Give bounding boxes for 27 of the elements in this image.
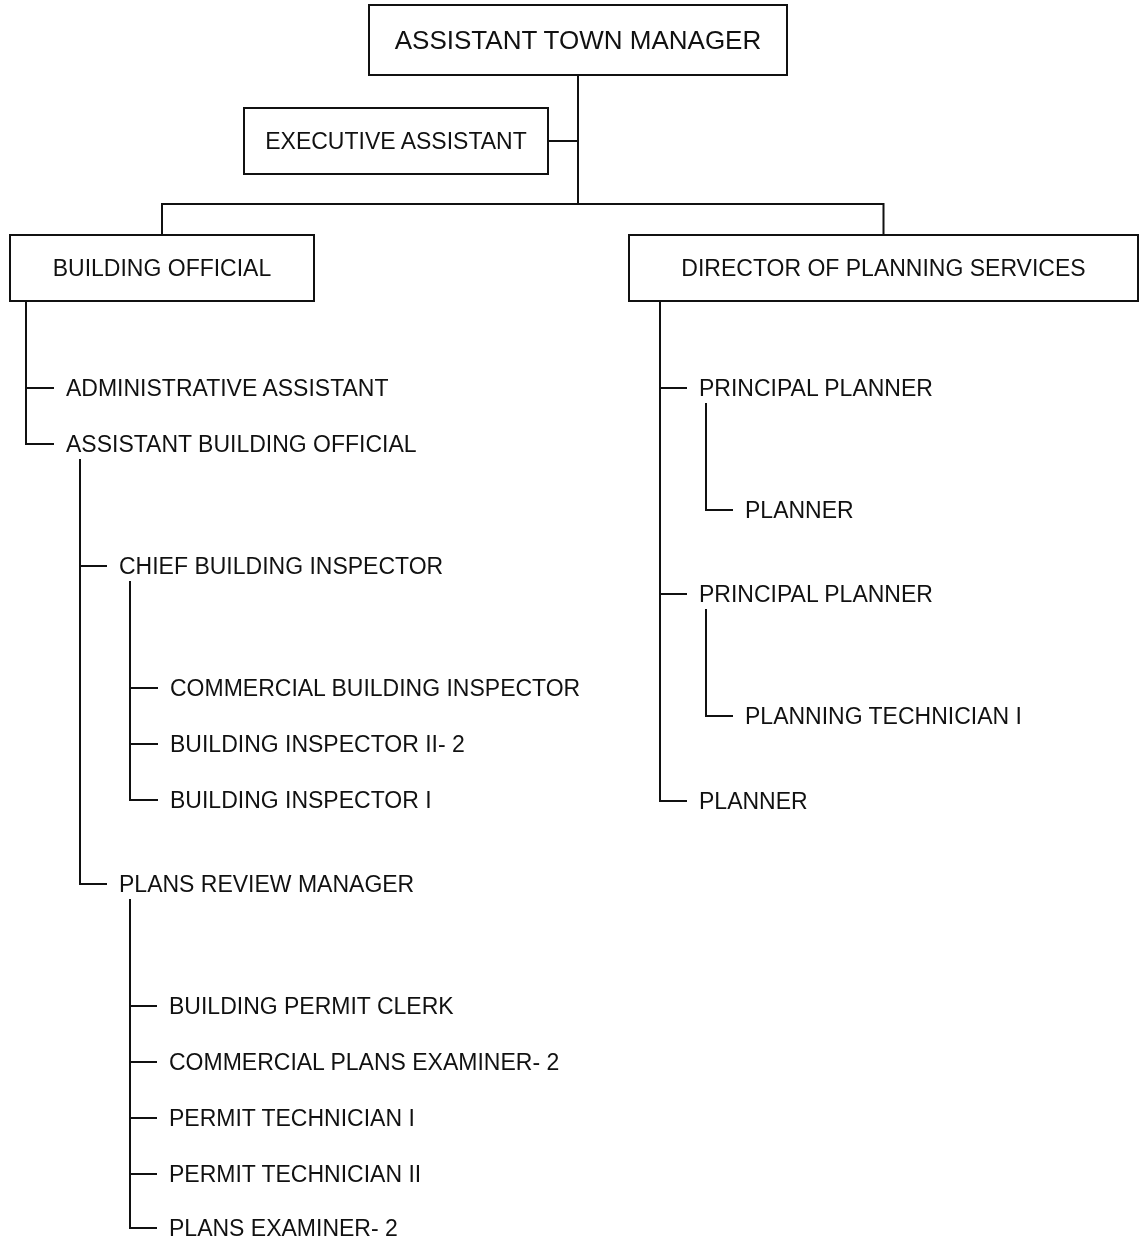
position-title: ADMINISTRATIVE ASSISTANT bbox=[54, 373, 389, 403]
position-title: PLANNER bbox=[687, 786, 808, 816]
position-title: PRINCIPAL PLANNER bbox=[687, 579, 933, 609]
position-title: ASSISTANT BUILDING OFFICIAL bbox=[54, 429, 417, 459]
position-title: BUILDING INSPECTOR I bbox=[158, 785, 432, 815]
position-title: PLANS EXAMINER- 2 bbox=[157, 1213, 398, 1242]
position-title: COMMERCIAL BUILDING INSPECTOR bbox=[158, 673, 581, 703]
connector-line bbox=[705, 608, 734, 717]
connector-line bbox=[705, 402, 734, 511]
position-title: COMMERCIAL PLANS EXAMINER- 2 bbox=[157, 1047, 560, 1077]
position-box: BUILDING OFFICIAL bbox=[9, 234, 315, 302]
position-title: PLANNING TECHNICIAN I bbox=[733, 701, 1022, 731]
position-title: PLANS REVIEW MANAGER bbox=[107, 869, 415, 899]
position-box: EXECUTIVE ASSISTANT bbox=[243, 107, 549, 175]
connector-line bbox=[129, 898, 158, 1229]
position-title: BUILDING PERMIT CLERK bbox=[157, 991, 454, 1021]
position-title: BUILDING INSPECTOR II- 2 bbox=[158, 729, 465, 759]
position-title: PRINCIPAL PLANNER bbox=[687, 373, 933, 403]
connector-line bbox=[79, 458, 108, 885]
connector-line bbox=[129, 580, 159, 801]
position-title: PLANNER bbox=[733, 495, 854, 525]
position-title: PERMIT TECHNICIAN II bbox=[157, 1159, 422, 1189]
position-title: PERMIT TECHNICIAN I bbox=[157, 1103, 415, 1133]
position-box: DIRECTOR OF PLANNING SERVICES bbox=[628, 234, 1139, 302]
position-title: CHIEF BUILDING INSPECTOR bbox=[107, 551, 444, 581]
connector-line bbox=[25, 301, 55, 445]
position-box: ASSISTANT TOWN MANAGER bbox=[368, 4, 788, 76]
